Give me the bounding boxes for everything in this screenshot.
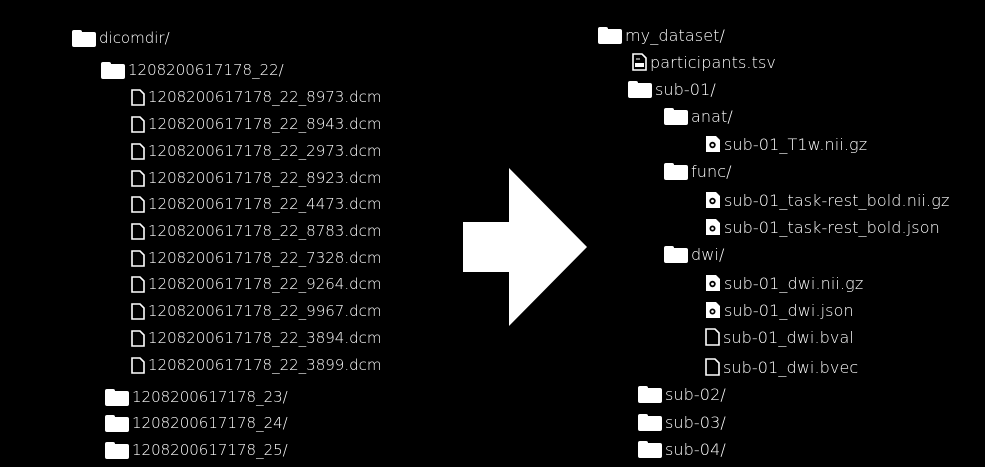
file-label: 1208200617178_22_3894.dcm <box>148 329 382 347</box>
dcm-file-item: 1208200617178_22_9264.dcm <box>131 273 381 295</box>
dcm-file-item: 1208200617178_22_2973.dcm <box>131 140 381 162</box>
file-icon <box>131 275 145 293</box>
file-label: 1208200617178_22_9264.dcm <box>148 275 382 293</box>
file-icon <box>131 115 145 133</box>
tree-item-nifti-file: sub-01_task-rest_bold.nii.gz <box>705 189 949 211</box>
dcm-file-item: 1208200617178_22_8943.dcm <box>131 113 381 135</box>
file-label: 1208200617178_22_2973.dcm <box>148 142 382 160</box>
file-icon <box>131 169 145 187</box>
tree-item-bvec-file: sub-01_dwi.bvec <box>705 356 858 378</box>
file-label: 1208200617178_22_7328.dcm <box>148 249 382 267</box>
nifti-file-icon <box>705 135 721 153</box>
folder-label: sub-03/ <box>665 412 726 432</box>
folder-icon <box>72 29 96 47</box>
dcm-file-item: 1208200617178_22_8923.dcm <box>131 167 381 189</box>
folder-icon <box>638 413 662 431</box>
folder-label: 1208200617178_24/ <box>132 414 288 432</box>
file-icon <box>131 302 145 320</box>
tree-item-my-dataset: my_dataset/ <box>598 24 725 46</box>
file-icon <box>131 249 145 267</box>
file-label: sub-01_dwi.bvec <box>723 357 859 377</box>
tree-item-sub-03: sub-03/ <box>638 411 726 433</box>
folder-label: my_dataset/ <box>625 25 726 45</box>
folder-icon <box>105 388 129 406</box>
folder-label: sub-02/ <box>665 384 726 404</box>
right-arrow-icon <box>463 168 587 326</box>
folder-icon <box>101 61 125 79</box>
folder-label: func/ <box>691 161 732 181</box>
dcm-file-item: 1208200617178_22_3894.dcm <box>131 327 381 349</box>
file-label: sub-01_dwi.bval <box>723 327 854 347</box>
file-label: sub-01_task-rest_bold.json <box>724 217 940 237</box>
file-icon <box>131 222 145 240</box>
dcm-file-item: 1208200617178_22_8783.dcm <box>131 220 381 242</box>
tree-item-participants: participants.tsv <box>632 51 776 73</box>
tree-item-func: func/ <box>664 160 732 182</box>
file-icon <box>131 142 145 160</box>
tree-item-json-file: sub-01_dwi.json <box>705 299 854 321</box>
folder-label: sub-01/ <box>655 79 716 99</box>
file-label: 1208200617178_22_8923.dcm <box>148 169 382 187</box>
file-label: 1208200617178_22_9967.dcm <box>148 302 382 320</box>
tree-item-session-22: 1208200617178_22/ <box>101 59 284 81</box>
folder-icon <box>628 80 652 98</box>
folder-icon <box>105 441 129 459</box>
dcm-file-item: 1208200617178_22_3899.dcm <box>131 354 381 376</box>
file-label: sub-01_T1w.nii.gz <box>724 134 868 154</box>
file-icon <box>131 356 145 374</box>
folder-label: dwi/ <box>691 244 725 264</box>
tree-item-sub-01: sub-01/ <box>628 78 716 100</box>
folder-icon <box>664 162 688 180</box>
nifti-file-icon <box>705 274 721 292</box>
json-file-icon <box>705 218 721 236</box>
file-label: sub-01_dwi.nii.gz <box>724 273 864 293</box>
folder-label: sub-04/ <box>665 439 726 459</box>
tree-item-session-23: 1208200617178_23/ <box>105 386 288 408</box>
tree-item-nifti-file: sub-01_T1w.nii.gz <box>705 133 867 155</box>
folder-icon <box>664 245 688 263</box>
file-icon <box>131 329 145 347</box>
folder-icon <box>664 107 688 125</box>
file-label: 1208200617178_22_8943.dcm <box>148 115 382 133</box>
file-label: 1208200617178_22_4473.dcm <box>148 195 382 213</box>
dcm-file-item: 1208200617178_22_9967.dcm <box>131 300 381 322</box>
file-icon <box>131 195 145 213</box>
tree-item-dicomdir: dicomdir/ <box>72 27 170 49</box>
dcm-file-item: 1208200617178_22_8973.dcm <box>131 86 381 108</box>
tree-item-sub-02: sub-02/ <box>638 383 726 405</box>
file-label: sub-01_dwi.json <box>724 300 854 320</box>
tree-item-dwi: dwi/ <box>664 243 724 265</box>
tree-item-nifti-file: sub-01_dwi.nii.gz <box>705 272 863 294</box>
file-label: participants.tsv <box>650 52 776 72</box>
folder-icon <box>638 440 662 458</box>
tree-item-session-24: 1208200617178_24/ <box>105 412 288 434</box>
folder-label: dicomdir/ <box>99 29 170 47</box>
folder-icon <box>105 414 129 432</box>
tree-item-session-25: 1208200617178_25/ <box>105 439 288 461</box>
folder-label: 1208200617178_25/ <box>132 441 288 459</box>
folder-label: 1208200617178_23/ <box>132 388 288 406</box>
nifti-file-icon <box>705 191 721 209</box>
file-label: 1208200617178_22_8783.dcm <box>148 222 382 240</box>
folder-icon <box>638 385 662 403</box>
folder-label: anat/ <box>691 106 733 126</box>
file-icon <box>705 358 720 376</box>
tsv-file-icon <box>632 53 647 71</box>
file-icon <box>705 328 720 346</box>
tree-item-sub-04: sub-04/ <box>638 438 726 460</box>
tree-item-bval-file: sub-01_dwi.bval <box>705 326 854 348</box>
file-label: sub-01_task-rest_bold.nii.gz <box>724 190 950 210</box>
dcm-file-item: 1208200617178_22_4473.dcm <box>131 193 381 215</box>
json-file-icon <box>705 301 721 319</box>
folder-icon <box>598 26 622 44</box>
file-label: 1208200617178_22_3899.dcm <box>148 356 382 374</box>
folder-label: 1208200617178_22/ <box>128 61 284 79</box>
tree-item-anat: anat/ <box>664 105 733 127</box>
file-label: 1208200617178_22_8973.dcm <box>148 88 382 106</box>
file-icon <box>131 88 145 106</box>
dcm-file-item: 1208200617178_22_7328.dcm <box>131 247 381 269</box>
tree-item-json-file: sub-01_task-rest_bold.json <box>705 216 940 238</box>
